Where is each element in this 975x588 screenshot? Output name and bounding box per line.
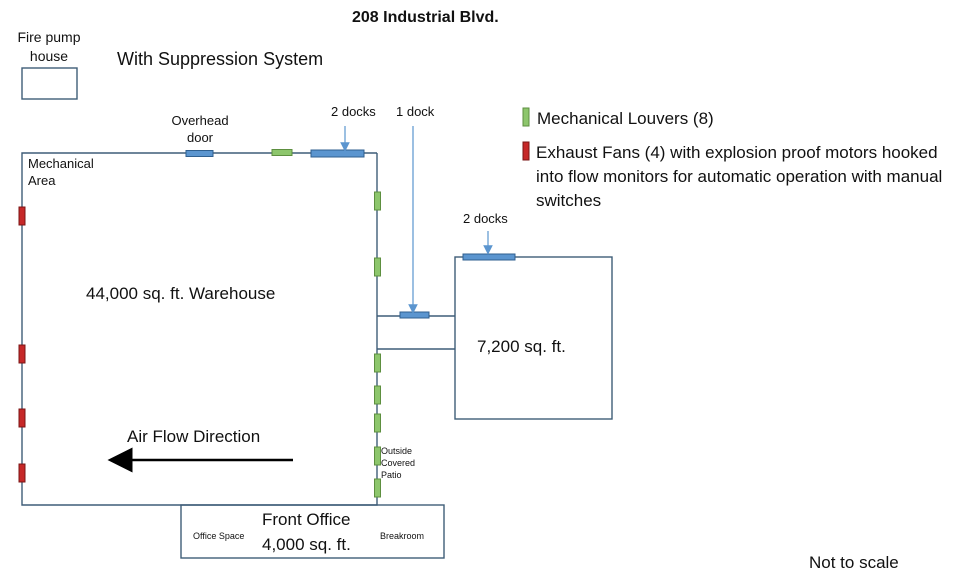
louver-east-7 — [374, 478, 381, 498]
louver-east-2 — [374, 257, 381, 277]
airflow-label: Air Flow Direction — [127, 427, 261, 446]
louver-top — [271, 149, 293, 156]
legend-louver-swatch — [522, 107, 530, 127]
fire-pump-label: Fire pump house — [17, 29, 81, 64]
scale-note: Not to scale — [809, 553, 899, 572]
office-space-label: Office Space — [193, 531, 245, 541]
docks-annex-label: 2 docks — [463, 211, 508, 226]
louver-east-4 — [374, 385, 381, 405]
warehouse-label: 44,000 sq. ft. Warehouse — [86, 284, 276, 303]
louver-east-3 — [374, 353, 381, 373]
overhead-door-label: Overhead door — [171, 113, 229, 145]
dock-connector — [399, 311, 430, 319]
louver-east-5 — [374, 413, 381, 433]
exhaust-fan-3 — [18, 408, 26, 428]
louver-east-1 — [374, 191, 381, 211]
front-office-title: Front Office — [262, 510, 351, 529]
exhaust-fan-2 — [18, 344, 26, 364]
docks-top-label: 2 docks — [331, 104, 376, 119]
warehouse-outline — [21, 152, 378, 506]
annex-building — [454, 256, 613, 420]
exhaust-fan-4 — [18, 463, 26, 483]
overhead-door — [185, 150, 214, 157]
breakroom-label: Breakroom — [380, 531, 425, 541]
patio-label: Outside Covered Patio — [381, 446, 416, 480]
dock-single-label: 1 dock — [396, 104, 435, 119]
mechanical-area-label: Mechanical Area — [28, 156, 94, 188]
legend-fan-swatch — [522, 141, 530, 161]
annex-label: 7,200 sq. ft. — [477, 337, 566, 356]
fire-pump-house — [21, 67, 78, 100]
front-office-area: 4,000 sq. ft. — [262, 535, 351, 554]
page-title: 208 Industrial Blvd. — [352, 9, 499, 26]
dock-top-pair — [310, 149, 365, 158]
exhaust-fan-1 — [18, 206, 26, 226]
suppression-label: With Suppression System — [117, 49, 324, 69]
dock-annex-pair — [462, 253, 516, 261]
legend-louvers-text: Mechanical Louvers (8) — [537, 109, 714, 128]
front-office-outline — [180, 504, 445, 559]
legend-fans-text: Exhaust Fans (4) with explosion proof mo… — [536, 143, 943, 210]
louver-east-6 — [374, 446, 381, 466]
